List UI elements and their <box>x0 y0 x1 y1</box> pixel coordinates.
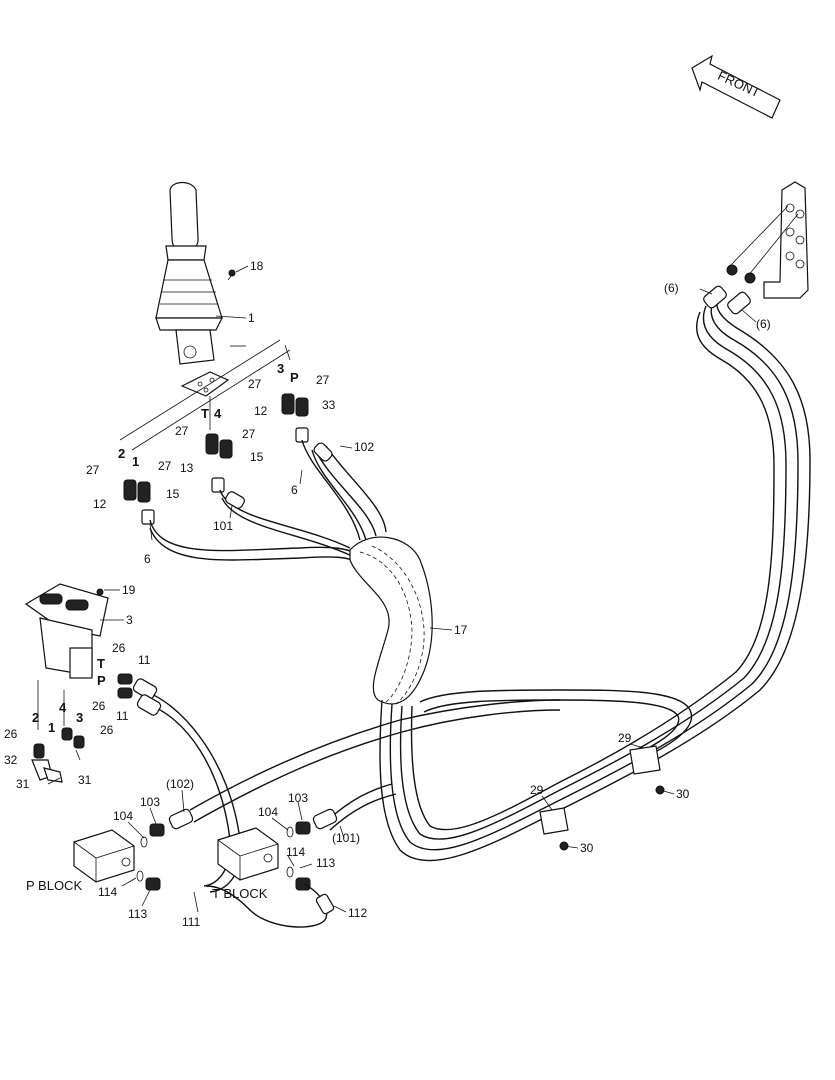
port-label-upper-1: 1 <box>132 454 139 469</box>
callout-6b: 6 <box>144 552 151 566</box>
callout-29b: 29 <box>530 783 544 797</box>
callout-27b: 27 <box>316 373 330 387</box>
clamp-lower <box>539 807 569 851</box>
callout-26a: 26 <box>112 641 126 655</box>
callout-26c: 26 <box>100 723 114 737</box>
callout-15a: 15 <box>250 450 264 464</box>
callout-13: 13 <box>180 461 194 475</box>
p-block <box>73 829 135 883</box>
callout-31b: 31 <box>78 773 92 787</box>
clamp-upper <box>629 745 665 795</box>
callout-27d: 27 <box>242 427 256 441</box>
port-label-lower-T: T <box>97 656 105 671</box>
port-label-lower-2: 2 <box>32 710 39 725</box>
leader-lines <box>47 265 757 913</box>
callout-12a: 12 <box>254 404 268 418</box>
callout-30b: 30 <box>580 841 594 855</box>
port-label-upper-T: T <box>201 406 209 421</box>
callout-27e: 27 <box>86 463 100 477</box>
callout-27c: 27 <box>175 424 189 438</box>
callout-102-paren: (102) <box>166 777 194 791</box>
callout-103a: 103 <box>140 795 160 809</box>
callout-6-paren-1: (6) <box>664 281 679 295</box>
callout-32: 32 <box>4 753 18 767</box>
callout-112: 112 <box>348 906 367 920</box>
port-label-lower-3: 3 <box>76 710 83 725</box>
port-label-upper-2: 2 <box>118 446 125 461</box>
callout-102a: 102 <box>354 440 374 454</box>
port-label-lower-P: P <box>97 673 106 688</box>
main-hose-bundle <box>379 285 811 862</box>
callout-6a: 6 <box>291 483 298 497</box>
callout-15b: 15 <box>166 487 180 501</box>
mounting-bracket <box>726 181 809 299</box>
callout-labels: 18 1 27 27 12 33 102 27 27 13 15 6 27 27… <box>4 259 771 929</box>
mounting-plate <box>119 339 291 451</box>
protective-sleeve <box>349 536 433 705</box>
p-block-label: P BLOCK <box>26 878 82 893</box>
callout-6-paren-2: (6) <box>756 317 771 331</box>
callout-114b: 114 <box>286 845 305 859</box>
lower-fittings <box>31 673 133 783</box>
callout-101a: 101 <box>213 519 233 533</box>
fitting-cluster-left <box>123 479 155 525</box>
fitting-cluster-mid <box>205 433 233 493</box>
callout-30a: 30 <box>676 787 690 801</box>
block-fittings <box>136 821 335 928</box>
callout-29a: 29 <box>618 731 632 745</box>
t-block-label: T BLOCK <box>212 886 268 901</box>
callout-19: 19 <box>122 583 136 597</box>
callout-104b: 104 <box>258 805 278 819</box>
port-label-upper-P: P <box>290 370 299 385</box>
lower-hoses <box>132 678 561 893</box>
t-block <box>217 827 279 881</box>
callout-18: 18 <box>250 259 264 273</box>
fitting-cluster-right <box>281 393 309 443</box>
front-arrow: FRONT <box>691 54 781 119</box>
callout-12b: 12 <box>93 497 107 511</box>
callout-111: 111 <box>182 915 201 929</box>
callout-31a: 31 <box>16 777 30 791</box>
port-label-lower-1: 1 <box>48 720 55 735</box>
callout-11a: 11 <box>138 653 151 667</box>
callout-3: 3 <box>126 613 133 627</box>
callout-27a: 27 <box>248 377 262 391</box>
port-label-lower-4: 4 <box>59 700 67 715</box>
callout-113b: 113 <box>316 856 335 870</box>
port-label-upper-4: 4 <box>214 406 222 421</box>
upper-hoses <box>149 439 387 565</box>
callout-26b: 26 <box>92 699 106 713</box>
callout-11b: 11 <box>116 709 129 723</box>
callout-17: 17 <box>454 623 468 637</box>
callout-26d: 26 <box>4 727 18 741</box>
callout-33: 33 <box>322 398 336 412</box>
port-label-upper-3: 3 <box>277 361 284 376</box>
callout-113a: 113 <box>128 907 147 921</box>
joystick-lever <box>155 181 236 365</box>
callout-104a: 104 <box>113 809 133 823</box>
callout-27f: 27 <box>158 459 172 473</box>
callout-103b: 103 <box>288 791 308 805</box>
callout-101-paren: (101) <box>332 831 360 845</box>
lower-control-unit <box>24 583 109 679</box>
callout-114a: 114 <box>98 885 117 899</box>
callout-1: 1 <box>248 311 255 325</box>
